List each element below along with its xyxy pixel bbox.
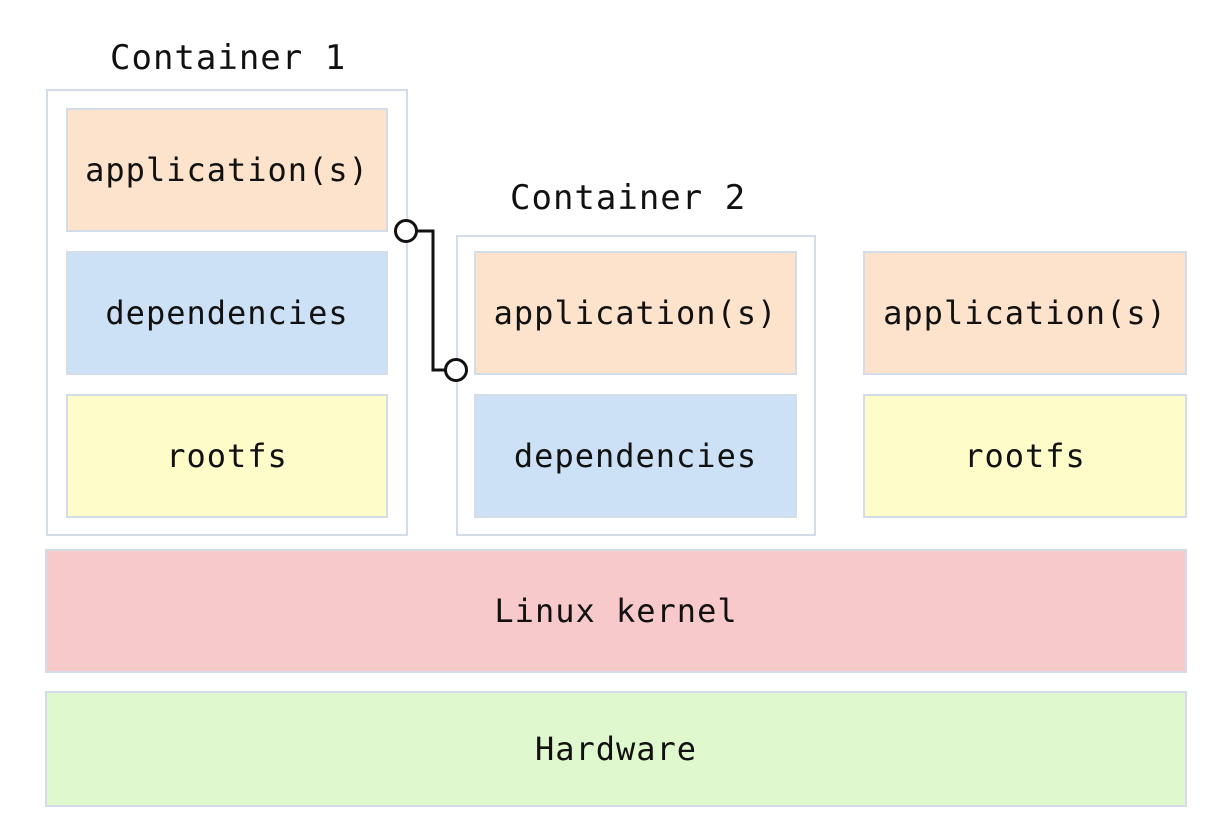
hardware-layer: Hardware: [45, 691, 1187, 807]
container-1-title: Container 1: [110, 38, 347, 78]
standalone-rootfs-label: rootfs: [964, 437, 1086, 475]
container-2-dependencies-label: dependencies: [513, 437, 758, 475]
container-2-title: Container 2: [510, 178, 747, 218]
container-2-application-label: application(s): [493, 294, 778, 332]
standalone-rootfs-layer: rootfs: [863, 394, 1187, 518]
linux-kernel-label: Linux kernel: [494, 592, 738, 630]
connector-line: [417, 229, 445, 372]
container-2-application-layer: application(s): [474, 251, 797, 375]
container-2-dependencies-layer: dependencies: [474, 394, 797, 518]
container-1-dependencies-layer: dependencies: [66, 251, 388, 375]
container-1-rootfs-label: rootfs: [166, 437, 288, 475]
hardware-label: Hardware: [534, 730, 698, 768]
linux-kernel-layer: Linux kernel: [45, 549, 1187, 673]
container-1-rootfs-layer: rootfs: [66, 394, 388, 518]
container-1-application-label: application(s): [85, 151, 369, 189]
container-1-application-layer: application(s): [66, 108, 388, 232]
standalone-application-layer: application(s): [863, 251, 1187, 375]
container-1-dependencies-label: dependencies: [105, 294, 349, 332]
standalone-application-label: application(s): [883, 294, 1167, 332]
